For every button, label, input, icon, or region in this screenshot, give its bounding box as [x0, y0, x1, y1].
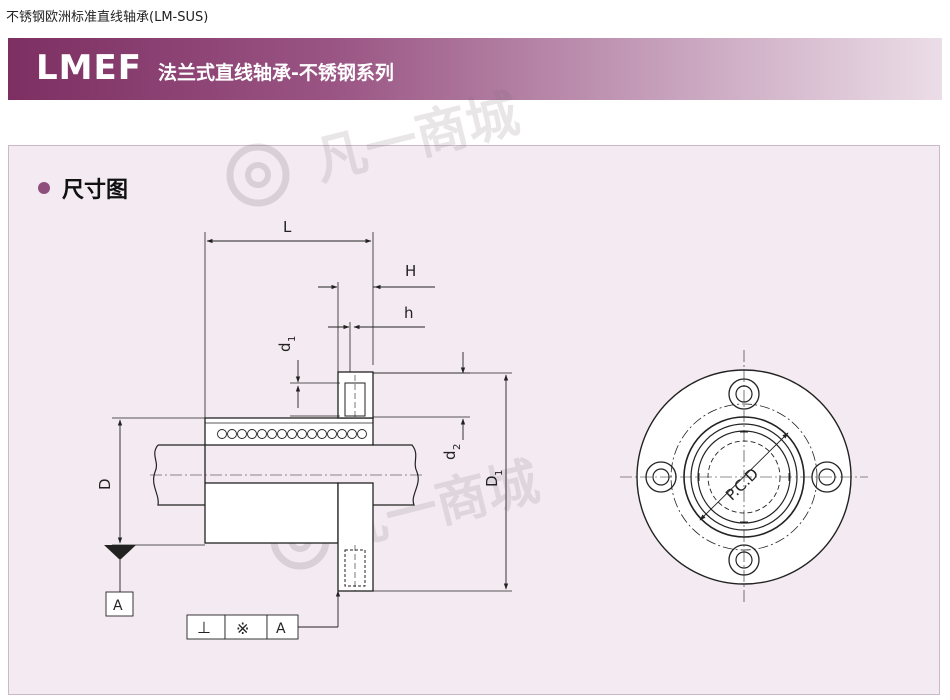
label-d1: d — [276, 342, 294, 352]
label-L: L — [283, 218, 292, 236]
page-caption: 不锈钢欧洲标准直线轴承(LM-SUS) — [6, 10, 209, 25]
label-d1-group: d 1 — [276, 336, 298, 352]
label-d2: d — [441, 450, 459, 460]
tolerance-frame — [186, 614, 299, 640]
front-view — [620, 350, 868, 604]
title-banner: LMEF 法兰式直线轴承-不锈钢系列 — [8, 38, 942, 100]
label-d1-sub: 1 — [287, 336, 298, 342]
label-D1-sub: 1 — [494, 470, 505, 476]
watermark-text: 凡一商城 — [309, 84, 525, 193]
tolerance-datum: A — [276, 621, 286, 637]
label-D: D — [96, 478, 114, 490]
tolerance-modifier: ※ — [236, 619, 249, 638]
label-h: h — [404, 304, 414, 322]
tolerance-symbol: ⊥ — [197, 618, 211, 637]
product-title: 法兰式直线轴承-不锈钢系列 — [158, 62, 394, 84]
label-d2-sub: 2 — [452, 444, 463, 450]
datum-label: A — [113, 598, 123, 614]
datum-marker — [104, 545, 136, 617]
product-code: LMEF — [36, 48, 142, 88]
side-view — [150, 232, 425, 592]
label-D1: D — [483, 475, 501, 487]
section-title: 尺寸图 — [62, 178, 129, 203]
label-d2-group: d 2 — [441, 444, 463, 460]
label-D-group: D — [96, 478, 114, 490]
section-bullet — [38, 182, 50, 194]
dimension-lines — [112, 238, 512, 628]
ball-row — [217, 429, 367, 439]
label-D1-group: D 1 — [483, 470, 505, 487]
label-H: H — [405, 262, 416, 280]
